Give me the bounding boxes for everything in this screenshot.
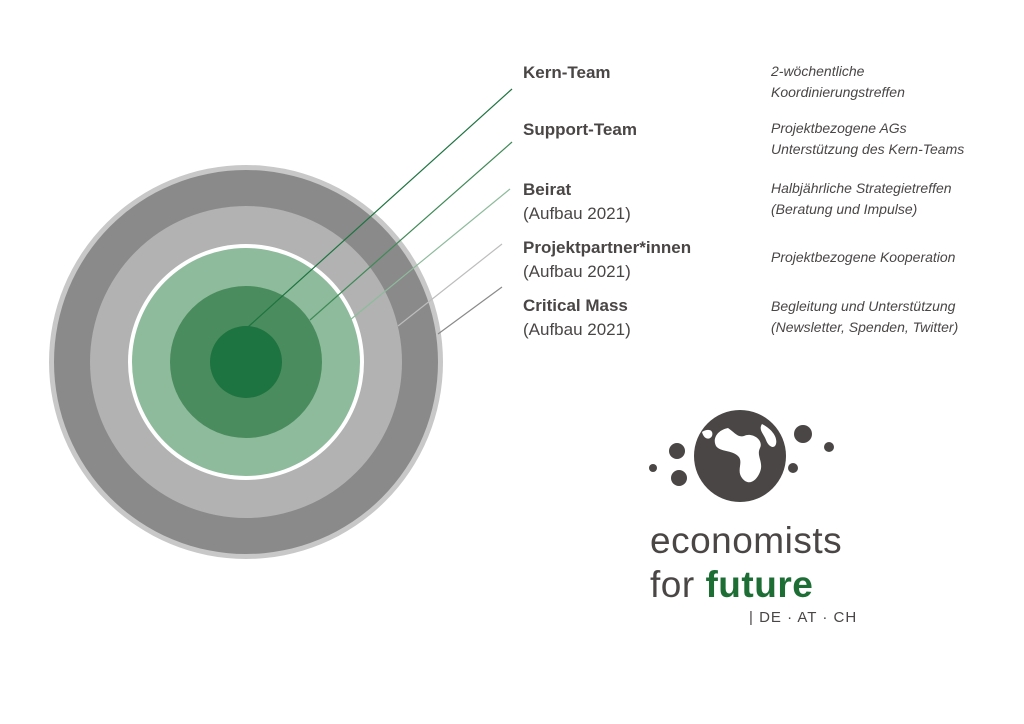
leader-line-kern-team — [247, 88, 513, 328]
layer-name-beirat: Beirat — [523, 180, 572, 199]
leader-line-beirat — [349, 188, 511, 321]
layer-desc-beirat-line2: (Beratung und Impulse) — [771, 201, 918, 217]
ring-kern-team — [210, 326, 282, 398]
layer-desc-kern-team-line2: Koordinierungstreffen — [771, 84, 905, 100]
layer-sub-projektpartner: (Aufbau 2021) — [523, 262, 631, 281]
layer-name-projektpartner: Projektpartner*innen — [523, 238, 692, 257]
layer-desc-critical-mass-line2: (Newsletter, Spenden, Twitter) — [771, 319, 959, 335]
layer-desc-kern-team-line1: 2-wöchentliche — [771, 63, 865, 79]
layer-sub-beirat: (Aufbau 2021) — [523, 204, 631, 223]
logo-word-for: for — [650, 564, 695, 605]
logo-dot — [794, 425, 812, 443]
leader-line-critical-mass — [437, 286, 503, 335]
layer-sub-critical-mass: (Aufbau 2021) — [523, 320, 631, 339]
leader-line-projektpartner — [397, 243, 503, 327]
layer-desc-beirat-line1: Halbjährliche Strategietreffen — [771, 180, 952, 196]
logo-word-future: future — [705, 564, 814, 605]
layer-desc-critical-mass-line1: Begleitung und Unterstützung — [771, 298, 956, 314]
logo-word-economists: economists — [650, 520, 843, 561]
globe-icon — [694, 410, 786, 502]
leader-line-support-team — [309, 141, 513, 321]
layer-name-critical-mass: Critical Mass — [523, 296, 628, 315]
logo-dot — [649, 464, 657, 472]
logo-dot — [824, 442, 834, 452]
layer-desc-support-team-line2: Unterstützung des Kern-Teams — [771, 141, 965, 157]
logo-region: | DE · AT · CH — [749, 609, 858, 626]
logo-dot — [671, 470, 687, 486]
layer-desc-support-team-line1: Projektbezogene AGs — [771, 120, 907, 136]
layer-desc-projektpartner-line1: Projektbezogene Kooperation — [771, 249, 956, 265]
layer-name-support-team: Support-Team — [523, 120, 637, 139]
logo-dot — [669, 443, 685, 459]
layer-name-kern-team: Kern-Team — [523, 63, 611, 82]
logo-word-for-future: for future — [650, 566, 813, 603]
logo-dot — [788, 463, 798, 473]
